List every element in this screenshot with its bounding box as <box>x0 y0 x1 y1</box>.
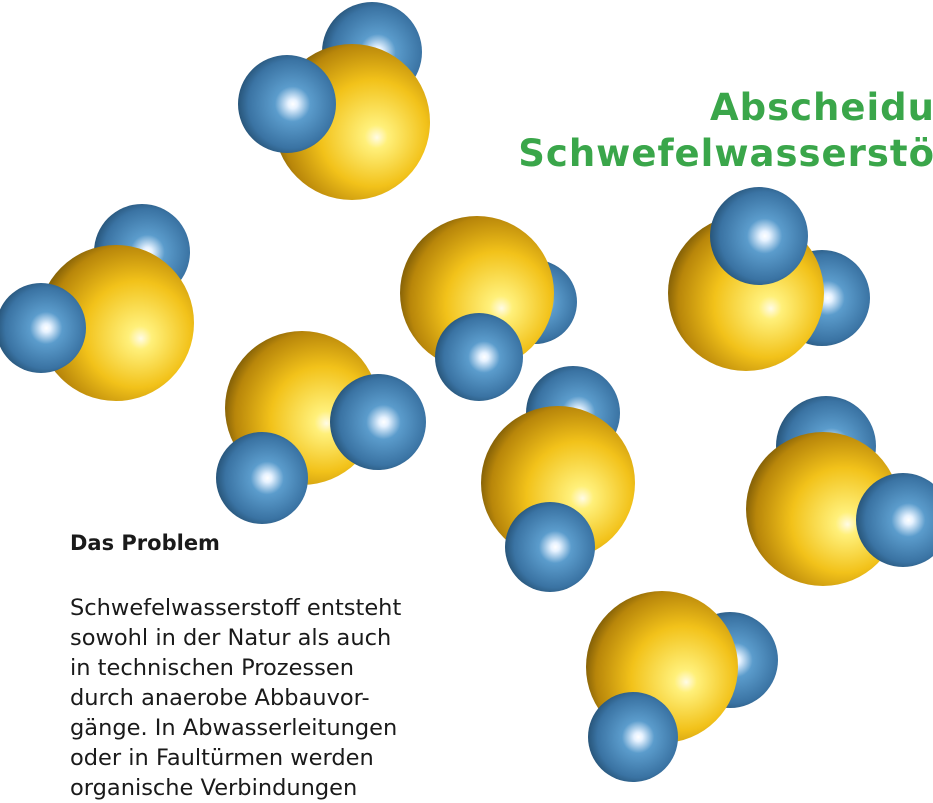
sulfur-atom <box>746 432 900 586</box>
body-line: oder in Faultürmen werden <box>70 745 374 771</box>
sulfur-atom <box>400 216 554 370</box>
molecule-3 <box>216 331 426 524</box>
molecule-1 <box>238 2 430 200</box>
hydrogen-atom <box>216 432 308 524</box>
molecule-8 <box>586 591 778 782</box>
hydrogen-atom <box>238 55 336 153</box>
body-line: sowohl in der Natur als auch <box>70 625 392 651</box>
hydrogen-atom <box>0 283 86 373</box>
molecule-6 <box>481 366 635 592</box>
hydrogen-atom <box>330 374 426 470</box>
section-body: Schwefelwasserstoff entsteht sowohl in d… <box>70 593 401 803</box>
body-line: in technischen Prozessen <box>70 655 354 681</box>
section-heading: Das Problem <box>70 531 220 555</box>
hydrogen-atom <box>435 313 523 401</box>
molecule-7 <box>746 396 933 586</box>
molecule-5 <box>668 187 870 371</box>
hydrogen-atom <box>710 187 808 285</box>
body-line: gänge. In Abwasserleitungen <box>70 715 398 741</box>
molecule-2 <box>0 204 194 401</box>
body-line: durch anaerobe Abbauvor- <box>70 685 370 711</box>
molecule-illustration <box>0 2 933 782</box>
title-line-1: Abscheidu <box>709 86 933 129</box>
hydrogen-atom <box>856 473 933 567</box>
hydrogen-atom <box>588 692 678 782</box>
page-title: Abscheidu Schwefelwasserstö <box>518 85 933 177</box>
sulfur-atom <box>38 245 194 401</box>
body-line: Schwefelwasserstoff entsteht <box>70 595 402 621</box>
molecule-4 <box>400 216 577 401</box>
title-line-2: Schwefelwasserstö <box>518 132 933 175</box>
body-line: organische Verbindungen <box>70 775 358 801</box>
hydrogen-atom <box>505 502 595 592</box>
